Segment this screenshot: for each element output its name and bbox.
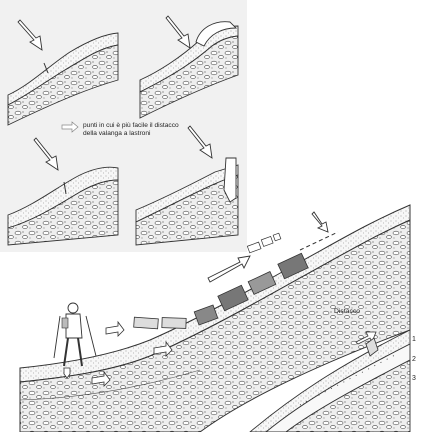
arrow-icon (153, 340, 173, 357)
hiker-icon (53, 302, 97, 367)
layer-label-2: 2 (412, 356, 416, 363)
arrow-icon (17, 19, 43, 51)
panel-top-right (139, 15, 239, 119)
legend-arrow-icon (61, 121, 79, 133)
sliding-slabs (133, 232, 309, 330)
arrow-icon (311, 211, 329, 233)
panel-bottom-right (135, 125, 239, 246)
arrow-icon (91, 370, 111, 387)
arrow-icon (63, 367, 71, 379)
arrow-icon (187, 125, 213, 159)
layer-detail-inset (249, 329, 411, 432)
layer-label-1: 1 (412, 336, 416, 343)
arrow-icon (33, 137, 59, 171)
layer-label-3: 3 (412, 375, 416, 382)
arrow-icon (165, 15, 191, 49)
panel-top-left (7, 19, 119, 126)
main-slope (19, 204, 411, 432)
arrow-icon (355, 331, 377, 345)
distacco-label: Distacco (334, 308, 361, 315)
legend-text: punti in cui è più facile il distacco de… (83, 122, 179, 138)
slide-direction-arrow-icon (207, 255, 251, 283)
panel-bottom-left (7, 137, 119, 246)
arrow-icon (105, 320, 125, 337)
